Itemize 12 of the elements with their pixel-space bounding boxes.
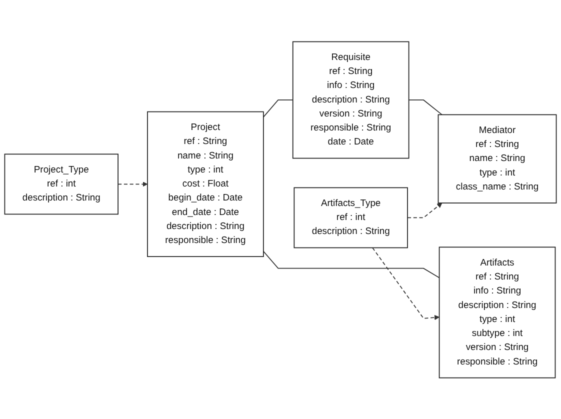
arrow [118, 181, 148, 186]
node-box: Mediator ref : String name : String type : int class_name : String [438, 114, 557, 204]
node-box: Project ref : String name : String type : int cost : Float begin_date : Date end_date : Date description : String responsible : String [147, 111, 264, 257]
node-box: Requisite ref : String info : String description : String version : String responsible : String date : Date [292, 40, 410, 158]
connector [262, 250, 440, 278]
arrow [372, 247, 440, 320]
node-box: Artifacts_Type ref : int description : String [294, 186, 408, 248]
arrow [407, 202, 442, 218]
node-box: Project_Type ref : int description : String [4, 153, 118, 214]
node-box: Artifacts ref : String info : String description : String type : int subtype : int version : String responsible : String [438, 246, 556, 378]
connector [408, 99, 442, 115]
connector [262, 99, 294, 118]
